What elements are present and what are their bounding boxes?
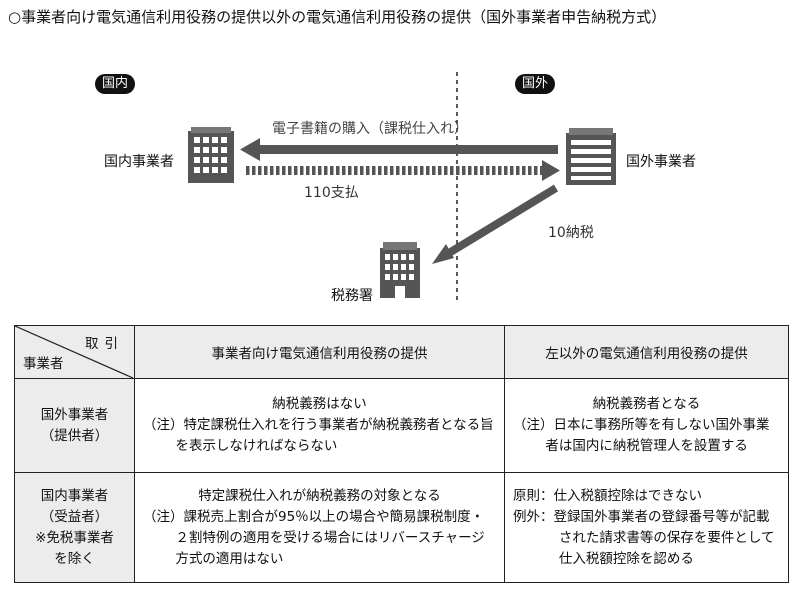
- row2-col2-line1: 原則：仕入税額控除はできない: [513, 487, 702, 504]
- comparison-table: 取引 事業者 事業者向け電気通信利用役務の提供 左以外の電気通信利用役務の提供 …: [14, 325, 789, 583]
- domestic-building-icon: [188, 127, 234, 183]
- row1-head-line1: 国外事業者: [40, 406, 109, 423]
- tax-label: 10納税: [548, 225, 594, 241]
- row2-col2-cell: 原則：仕入税額控除はできない 例外：登録国外事業者の登録番号等が記載された請求書…: [504, 472, 789, 583]
- row2-col1-note: （注）課税売上割合が95％以上の場合や簡易課税制度・２割特例の適用を受ける場合に…: [143, 508, 485, 567]
- domestic-region-tag: 国内: [95, 74, 136, 94]
- domestic-business-label: 国内事業者: [104, 154, 174, 170]
- row2-head-line2: （受益者）: [40, 508, 109, 525]
- row1-col2-line1: 納税義務者となる: [592, 396, 701, 412]
- row1-col2-cell: 納税義務者となる （注）日本に事務所等を有しない国外事業者は国内に納税管理人を設…: [504, 378, 789, 473]
- flow-diagram: [188, 72, 616, 302]
- purchase-label: 電子書籍の購入（課税仕入れ）: [272, 121, 468, 137]
- corner-top-label: 取引: [85, 336, 124, 352]
- page-title: ○事業者向け電気通信利用役務の提供以外の電気通信利用役務の提供（国外事業者申告納…: [8, 8, 667, 26]
- row2-col1-cell: 特定課税仕入れが納税義務の対象となる （注）課税売上割合が95％以上の場合や簡易…: [134, 472, 505, 583]
- row1-col2-note: （注）日本に事務所等を有しない国外事業者は国内に納税管理人を設置する: [513, 417, 770, 454]
- tax-arrow: [432, 184, 559, 264]
- row1-col1-cell: 納税義務はない （注）特定課税仕入れを行う事業者が納税義務者となる旨を表示しなけ…: [134, 378, 505, 473]
- table-row: 国外事業者 （提供者） 納税義務はない （注）特定課税仕入れを行う事業者が納税義…: [14, 378, 789, 473]
- row1-head-line2: （提供者）: [40, 427, 109, 444]
- col2-header: 左以外の電気通信利用役務の提供: [504, 325, 789, 379]
- row2-col2-line2: 例外：登録国外事業者の登録番号等が記載された請求書等の保存を要件として仕入税額控…: [513, 508, 775, 567]
- row2-head-line4: を除く: [54, 550, 95, 567]
- row2-col1-line1: 特定課税仕入れが納税義務の対象となる: [198, 487, 441, 504]
- purchase-arrow: [240, 138, 558, 161]
- corner-cell: 取引 事業者: [14, 325, 135, 379]
- row2-header: 国内事業者 （受益者） ※免税事業者 を除く: [14, 472, 135, 583]
- tax-office-building-icon: [380, 242, 420, 298]
- row1-header: 国外事業者 （提供者）: [14, 378, 135, 473]
- corner-bottom-label: 事業者: [23, 356, 64, 372]
- payment-label: 110支払: [304, 185, 359, 201]
- col1-header: 事業者向け電気通信利用役務の提供: [134, 325, 505, 379]
- foreign-region-tag: 国外: [515, 74, 556, 94]
- table-row: 国内事業者 （受益者） ※免税事業者 を除く 特定課税仕入れが納税義務の対象とな…: [14, 472, 789, 583]
- row1-col1-note: （注）特定課税仕入れを行う事業者が納税義務者となる旨を表示しなければならない: [143, 417, 494, 454]
- row2-head-line1: 国内事業者: [40, 487, 109, 504]
- foreign-business-label: 国外事業者: [626, 154, 696, 170]
- row2-head-line3: ※免税事業者: [35, 529, 114, 546]
- table-header-row: 取引 事業者 事業者向け電気通信利用役務の提供 左以外の電気通信利用役務の提供: [14, 325, 789, 379]
- payment-arrow: [244, 160, 560, 181]
- tax-office-label: 税務署: [331, 288, 373, 304]
- row1-col1-line1: 納税義務はない: [272, 396, 367, 412]
- foreign-building-icon: [566, 128, 616, 185]
